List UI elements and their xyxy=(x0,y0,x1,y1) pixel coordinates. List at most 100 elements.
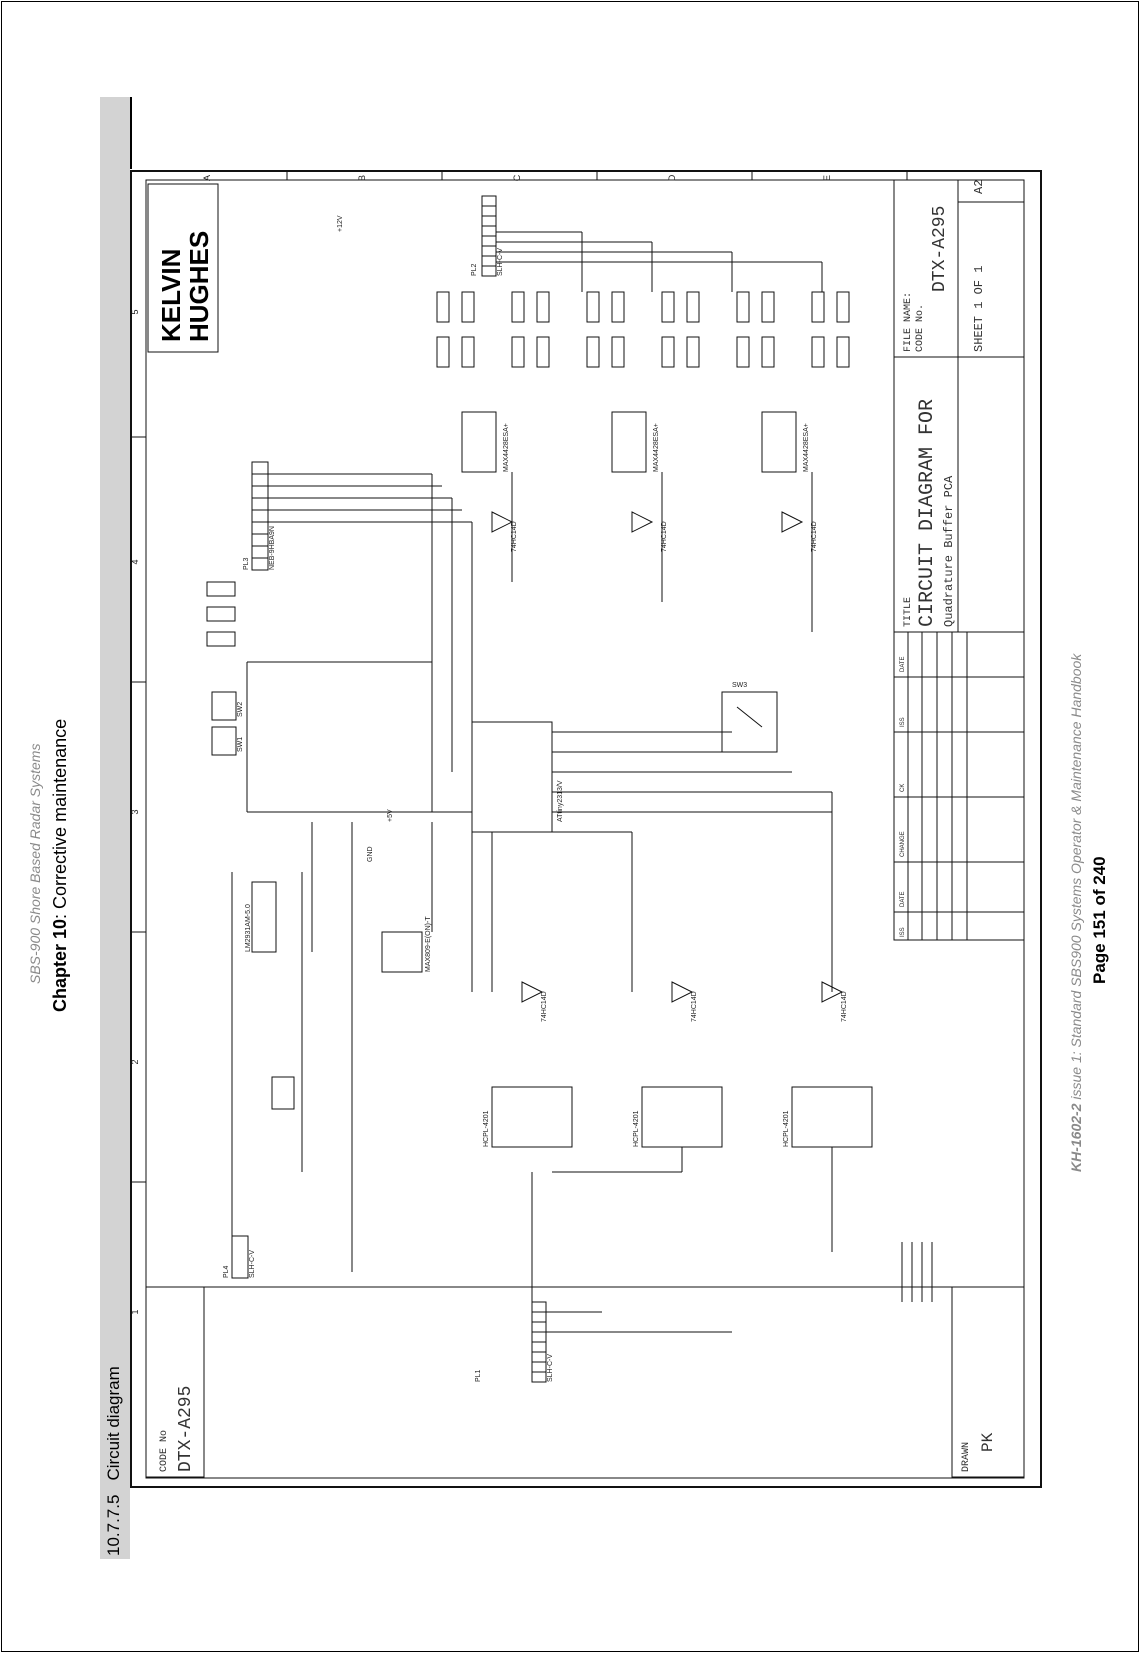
inner-frame xyxy=(145,179,1025,1479)
schematic-svg: 5 4 3 2 1 A B C D E KELVIN HUGHES TITLE … xyxy=(132,172,1025,1479)
resistor-r1 xyxy=(206,581,236,597)
revision-table xyxy=(894,632,1024,940)
resistor-bank-top xyxy=(436,291,850,368)
title-label: TITLE xyxy=(903,597,914,627)
logo-kelvin: KELVIN xyxy=(156,249,186,342)
title-sub: Quadrature Buffer PCA xyxy=(942,475,956,627)
rev-header-date-1: DATE xyxy=(900,891,906,907)
label-pl3-name: NEB-9HBA9N xyxy=(269,526,276,570)
regulator-lm2931 xyxy=(251,881,277,953)
label-gnd: GND xyxy=(367,846,374,862)
sheet-number: SHEET 1 OF 1 xyxy=(972,266,986,352)
section-divider xyxy=(130,97,132,169)
drawn-label: DRAWN xyxy=(961,1442,972,1472)
zone-letter-a: A xyxy=(202,175,212,181)
label-pl4-name: SLH-C-V xyxy=(249,1250,256,1278)
relay-cas xyxy=(721,691,778,753)
rev-header-iss-1: ISS xyxy=(900,927,906,937)
label-mcu: ATtiny2313/V xyxy=(557,780,564,822)
gate-2 xyxy=(631,511,654,533)
label-gate-6: 74HC14D xyxy=(841,991,848,1022)
label-pl2-name: SLH-C-V xyxy=(497,248,504,276)
zone-number-3: 3 xyxy=(132,809,140,814)
label-gate-2: 74HC14D xyxy=(661,521,668,552)
switch-sw2 xyxy=(211,691,237,721)
label-5v: +5V xyxy=(387,809,394,822)
label-pl1: PL1 xyxy=(475,1369,482,1382)
opto-3 xyxy=(791,1086,873,1148)
zone-number-5: 5 xyxy=(132,309,140,314)
label-reg2: MAX809-E(ON)-T xyxy=(425,916,432,972)
connector-pl4 xyxy=(231,1235,249,1279)
ic-mc33 xyxy=(271,1076,295,1110)
zone-number-2: 2 xyxy=(132,1059,140,1064)
chapter-number: Chapter 10 xyxy=(50,918,70,1012)
label-12v: +12V xyxy=(337,215,344,232)
label-pl1-name: SLH-C-V xyxy=(547,1354,554,1382)
document-issue: issue 1: Standard SBS900 Systems Operato… xyxy=(1068,653,1084,1104)
section-heading: 10.7.7.5Circuit diagram xyxy=(104,1366,124,1556)
ic-max809 xyxy=(381,931,423,973)
drawn-by: PK xyxy=(979,1432,997,1452)
rev-header-date-2: DATE xyxy=(900,656,906,672)
code-no-left-label: CODE No xyxy=(159,1430,170,1472)
zone-letter-c: C xyxy=(512,174,522,181)
code-no-box xyxy=(145,1286,205,1478)
document-subtitle: SBS-900 Shore Based Radar Systems xyxy=(27,743,43,984)
switch-sw1 xyxy=(211,726,237,756)
drawn-box xyxy=(951,1286,1025,1478)
ic-max4428-2 xyxy=(611,411,647,473)
ic-attiny2313 xyxy=(471,721,553,833)
resistor-r2 xyxy=(206,606,236,622)
zone-number-1: 1 xyxy=(132,1309,140,1314)
label-ic-top-3: MAX4428ESA+ xyxy=(803,423,810,472)
chapter-title: Chapter 10: Corrective maintenance xyxy=(50,719,71,1012)
label-ic-top-2: MAX4428ESA+ xyxy=(653,423,660,472)
wiring xyxy=(231,231,833,1333)
connector-pl3 xyxy=(251,461,269,571)
chapter-name: : Corrective maintenance xyxy=(50,718,70,919)
opto-1 xyxy=(491,1086,573,1148)
code-no-label: CODE No. xyxy=(915,304,926,352)
gate-3 xyxy=(781,511,804,533)
label-opto-3: HCPL-4201 xyxy=(783,1110,790,1147)
label-gate-1: 74HC14D xyxy=(511,521,518,552)
section-strip xyxy=(100,97,130,1559)
gate-5 xyxy=(671,981,694,1003)
label-gate-5: 74HC14D xyxy=(691,991,698,1022)
rev-header-ck-1: CK xyxy=(900,784,906,792)
gate-4 xyxy=(521,981,544,1003)
footer-document-ref: KH-1602-2 issue 1: Standard SBS900 Syste… xyxy=(1068,654,1084,1172)
zone-letter-b: B xyxy=(357,175,367,181)
code-no-value: DTX-A295 xyxy=(930,206,950,292)
logo-box xyxy=(147,183,219,353)
circuit-diagram: 5 4 3 2 1 A B C D E KELVIN HUGHES TITLE … xyxy=(130,170,1042,1488)
label-pl4: PL4 xyxy=(223,1265,230,1278)
title-main: CIRCUIT DIAGRAM FOR xyxy=(916,399,939,627)
section-title: Circuit diagram xyxy=(104,1366,123,1481)
gate-1 xyxy=(491,511,514,533)
page-number: Page 151 of 240 xyxy=(1090,856,1109,984)
label-pl3: PL3 xyxy=(243,557,250,570)
file-name-label: FILE NAME: xyxy=(903,292,914,352)
logo-hughes: HUGHES xyxy=(184,231,214,342)
label-gate-4: 74HC14D xyxy=(541,991,548,1022)
label-opto-2: HCPL-4201 xyxy=(633,1110,640,1147)
dip-switch-bank xyxy=(901,1242,933,1302)
label-dip: SW3 xyxy=(732,682,747,689)
zone-letter-e: E xyxy=(822,175,832,181)
label-sw1: SW1 xyxy=(237,737,244,752)
rev-header-iss-2: ISS xyxy=(900,717,906,727)
label-opto-1: HCPL-4201 xyxy=(483,1110,490,1147)
rev-header-change-1: CHANGE xyxy=(900,831,906,857)
sheet-size: A2 xyxy=(972,180,986,194)
label-ic-top-1: MAX4428ESA+ xyxy=(503,423,510,472)
document-code: KH-1602-2 xyxy=(1068,1103,1084,1172)
label-regulator: LM2931AM-5.0 xyxy=(245,904,252,952)
ic-max4428-1 xyxy=(461,411,497,473)
label-gate-3: 74HC14D xyxy=(811,521,818,552)
zone-letter-d: D xyxy=(667,174,677,181)
label-sw2: SW2 xyxy=(237,702,244,717)
opto-2 xyxy=(641,1086,723,1148)
